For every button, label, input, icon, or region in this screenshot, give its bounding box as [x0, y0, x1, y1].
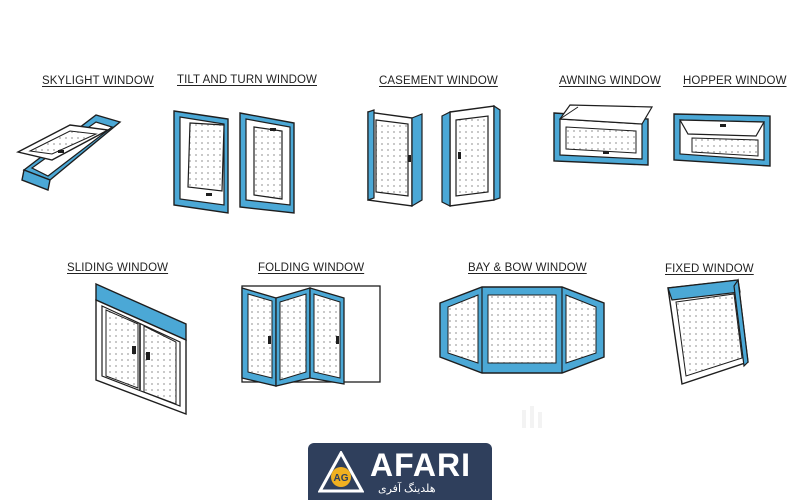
awning-window-illustration — [553, 104, 654, 166]
label-hopper-window: HOPPER WINDOW — [683, 75, 787, 87]
svg-text:AG: AG — [334, 473, 349, 484]
label-skylight-window: SKYLIGHT WINDOW — [42, 75, 154, 87]
label-awning-window: AWNING WINDOW — [559, 75, 661, 87]
afari-logo-mark-icon: AG — [318, 451, 364, 493]
fixed-window-illustration — [667, 278, 749, 385]
label-bay-bow-window: BAY & BOW WINDOW — [468, 262, 587, 274]
watermark — [520, 404, 554, 436]
hopper-window-illustration — [673, 113, 771, 167]
watermark-logo-icon — [522, 406, 542, 428]
afari-logo: AG AFARI هلدینگ آفری — [308, 443, 492, 500]
folding-window-illustration — [241, 285, 381, 387]
label-folding-window: FOLDING WINDOW — [258, 262, 365, 274]
logo-subtitle: هلدینگ آفری — [378, 483, 436, 495]
bay-bow-window-illustration — [439, 286, 605, 374]
label-tilt-and-turn-window: TILT AND TURN WINDOW — [177, 74, 317, 86]
sliding-window-illustration — [95, 282, 187, 416]
skylight-window-illustration — [16, 114, 122, 191]
label-sliding-window: SLIDING WINDOW — [67, 262, 169, 274]
label-casement-window: CASEMENT WINDOW — [379, 75, 498, 87]
logo-name: AFARI — [370, 447, 471, 483]
label-fixed-window: FIXED WINDOW — [665, 263, 754, 275]
casement-window-illustration — [367, 104, 501, 208]
tilt-and-turn-window-illustration — [173, 110, 295, 214]
